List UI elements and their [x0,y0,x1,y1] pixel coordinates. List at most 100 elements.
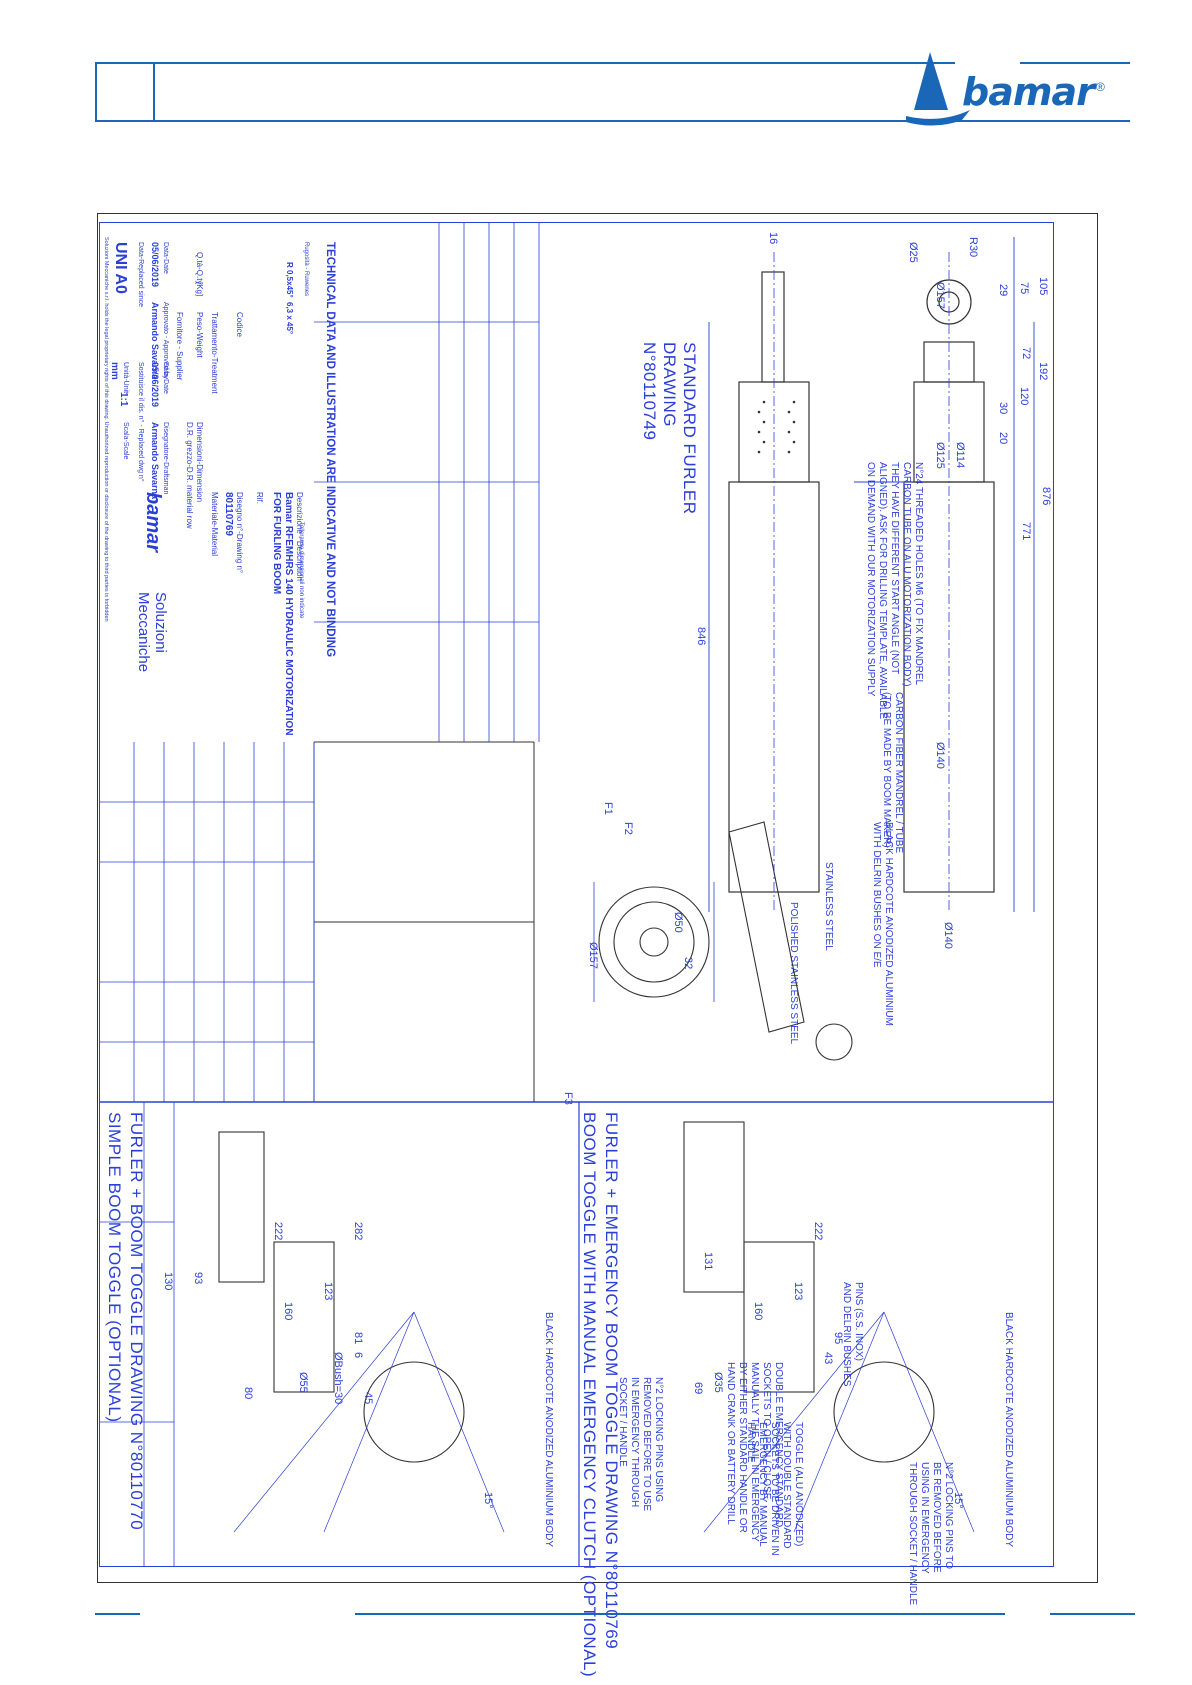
note-lock-pins-2: N°2 LOCKING PINS TO BE REMOVED BEFORE US… [907,1462,954,1606]
note-black-body-simple: BLACK HARDCOTE ANODIZED ALUMINIUM BODY [543,1312,554,1548]
note-pins: PINS (S.S. INOX) AND DELRIN BUSHES [841,1282,864,1387]
dim-simple-55: Ø55 [297,1372,309,1393]
tb-desc-1: Bamar RFEMHRS 140 HYDRAULIC MOTORIZATION [283,492,294,736]
dim-105: 105 [1037,277,1049,296]
dim-75: 75 [1018,282,1030,295]
dim-front-50: Ø50 [672,912,684,933]
label-f3: F3 [562,1092,574,1105]
technical-drawing-sheet: 876 771 846 105 75 29 72 192 120 30 20 Ø… [99,222,1054,1677]
tb-treatment-label: Trattamento-Treatment [210,312,219,394]
bamar-sail-logo-icon [906,52,970,126]
dim-876: 876 [1040,487,1052,506]
tb-company-line1: Soluzioni [152,592,169,653]
furler-title: STANDARD FURLER [680,342,699,515]
header-line-right [1020,62,1130,64]
tb-raw-label: D.R. grezzo-D.R. material row [185,422,194,529]
header-line-left [95,62,955,64]
dim-72: 72 [1020,347,1032,360]
tb-supplier-label: Fornitore - Supplier [175,312,184,381]
tb-drawn-by: Armando Savarna [150,422,160,500]
tb-roughness-label: Rugosità - Ruwenes [303,242,309,297]
tb-unit: mm [109,362,120,380]
label-f1: F1 [602,802,614,815]
tb-scale: 1:1 [118,392,129,407]
label-f2: F2 [622,822,634,835]
dim-dia140-b: Ø140 [942,922,954,949]
dim-dia140: Ø140 [934,742,946,769]
dim-120: 120 [1018,387,1030,406]
note-threaded-holes: N°24 THREADED HOLES M6 (TO FIX MANDREL C… [865,462,924,720]
tb-approved-date-label: Data-Date [162,242,169,274]
header-page-box [95,62,155,122]
drawing-frame [97,213,1098,1583]
tb-company-line2: Meccaniche [135,592,152,673]
brand-registered-mark: ® [1096,80,1105,94]
dim-20: 20 [997,432,1009,445]
note-lock-pins: N°2 LOCKING PINS USING REMOVED BEFORE TO… [617,1377,664,1512]
emergency-toggle-drawing [683,1121,975,1533]
furler-front-and-iso [593,821,853,1061]
note-toggle-alu: TOGGLE (ALU ANODIZED) WITH DOUBLE STANDA… [745,1422,804,1556]
dim-simple-93: 93 [192,1272,204,1285]
tb-drawn-label: Disegnatore-Draftsman [162,422,169,495]
dim-emerg-131: 131 [702,1252,714,1271]
tb-material-label: Materiale-Material [210,492,219,557]
furler-sub2: N°80110749 [640,342,659,441]
footer-line-left [95,1613,140,1615]
header-line-bottom [155,120,1130,122]
tb-replaces-label: Sostituisce il dis. n° - Replaced dwg n° [137,362,144,482]
dim-16: 16 [767,232,779,245]
tb-replaced-label: Data-Replaced since [137,242,144,307]
tb-drawing-no-label: Disegno n°-Drawing n° [235,492,244,574]
tb-dimension-label: Dimensioni-Dimension [195,422,204,503]
dim-846: 846 [695,627,707,646]
dim-simple-80: 80 [242,1387,254,1400]
dim-dia157: Ø157 [934,282,946,309]
dim-emerg-123: 123 [792,1282,804,1301]
furler-sub1: DRAWING [660,342,679,428]
dim-30: 30 [997,402,1009,415]
tb-weight-label: Peso-Weight [195,312,204,358]
dim-simple-angle: 15° [482,1492,494,1509]
dim-dia114: Ø114 [954,442,966,469]
tb-approved-by: Armando Savarna [150,302,160,380]
dim-emerg-160: 160 [752,1302,764,1321]
tb-code-label: Codice [235,312,244,337]
dim-simple-45: 45 [362,1392,374,1405]
tb-approved-date: 05/06/2019 [150,242,160,288]
dim-emerg-35: Ø35 [712,1372,724,1393]
dim-emerg-43: 43 [822,1352,834,1365]
dim-emerg-69: 69 [692,1382,704,1395]
dim-simple-130: 130 [162,1272,174,1291]
dim-29: 29 [997,284,1009,297]
sheet-dividers [99,222,1054,1567]
furler-side-view [708,237,1035,912]
simple-toggle-title: SIMPLE BOOM TOGGLE (OPTIONAL) [105,1112,124,1423]
simple-toggle-subtitle: FURLER + BOOM TOGGLE DRAWING N°80110770 [127,1112,146,1531]
dim-simple-282: 282 [352,1222,364,1241]
tb-roughness-val: 6,3 x 45° [285,302,294,335]
emergency-toggle-title: BOOM TOGGLE WITH MANUAL EMERGENCY CLUTCH… [580,1112,599,1678]
footer-line-mid [355,1613,1005,1615]
dim-r30: R30 [967,237,979,258]
dim-192: 192 [1037,362,1049,381]
dim-simple-123: 123 [322,1282,334,1301]
tb-ref: Rif. [255,492,264,504]
tb-drawing-no: 80110769 [223,492,234,536]
footer-line-right [1050,1613,1135,1615]
dim-dia125: Ø125 [934,442,946,469]
tb-unit-label: Unità-Unit [122,362,129,394]
tb-copyright: Soluzioni Meccaniche s.r.l. holds the le… [103,237,109,622]
dim-simple-bush: ØBush=30 [332,1352,344,1405]
tb-scale-label: Scala-Scale [122,422,129,460]
brand-name: bamar [962,70,1095,114]
tb-format: UNI A0 [112,242,129,294]
dim-simple-81: 81 [352,1332,364,1345]
tb-desc-2: FOR FURLING BOOM [271,492,282,595]
dim-dia25: Ø25 [907,242,919,263]
note-black-body-emergency: BLACK HARDCOTE ANODIZED ALUMINIUM BODY [1003,1312,1014,1548]
dim-front-32: 32 [682,957,694,970]
note-black-alu: BLACK HARDCOTE ANODIZED ALUMINIUM WITH D… [871,822,894,1026]
dim-simple-6: 6 [352,1352,364,1359]
dim-simple-222: 222 [272,1222,284,1241]
